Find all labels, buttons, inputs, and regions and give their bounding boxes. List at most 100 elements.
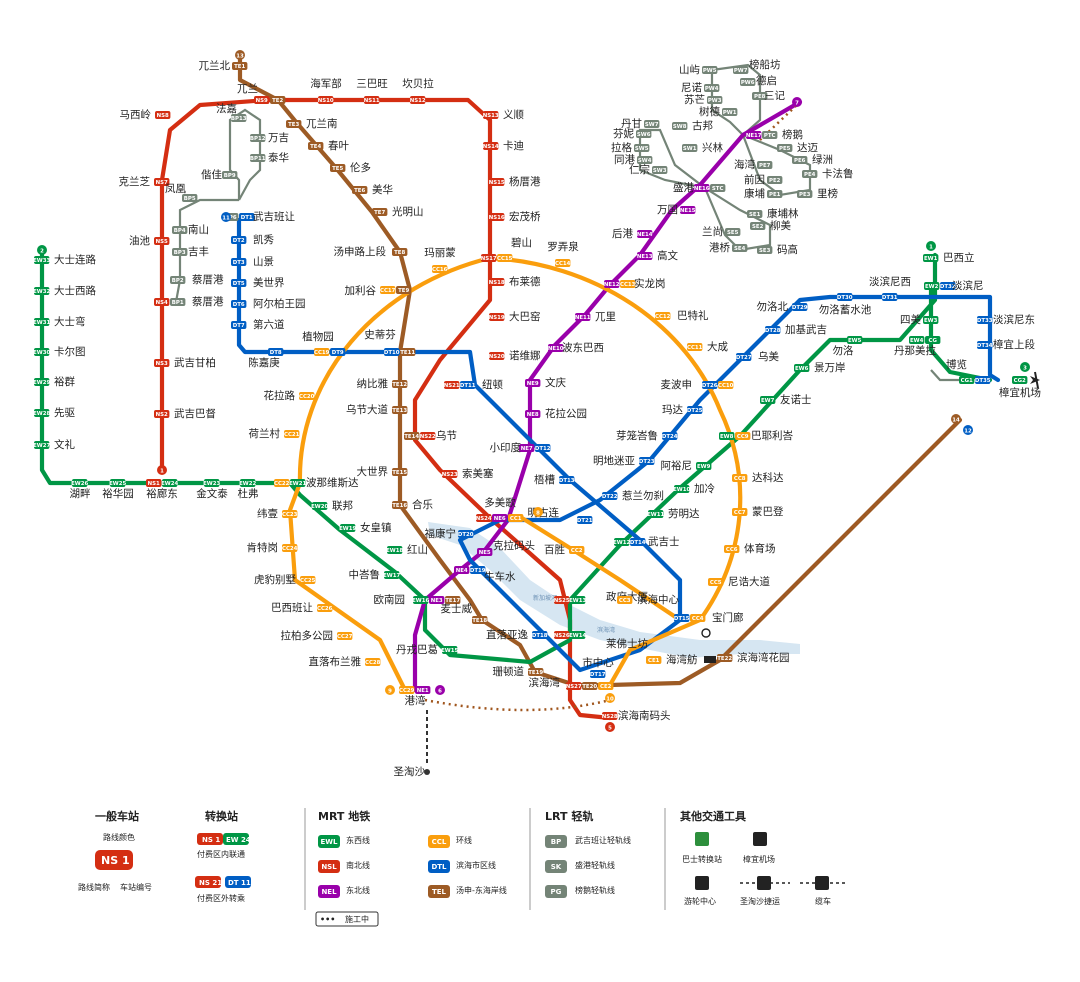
station-s23[interactable]: BP6DT1武吉班让 (223, 210, 295, 223)
station-s81[interactable]: NS25EW13政府大厦 (554, 590, 649, 604)
station-s169[interactable]: 圣淘沙 (394, 765, 431, 778)
